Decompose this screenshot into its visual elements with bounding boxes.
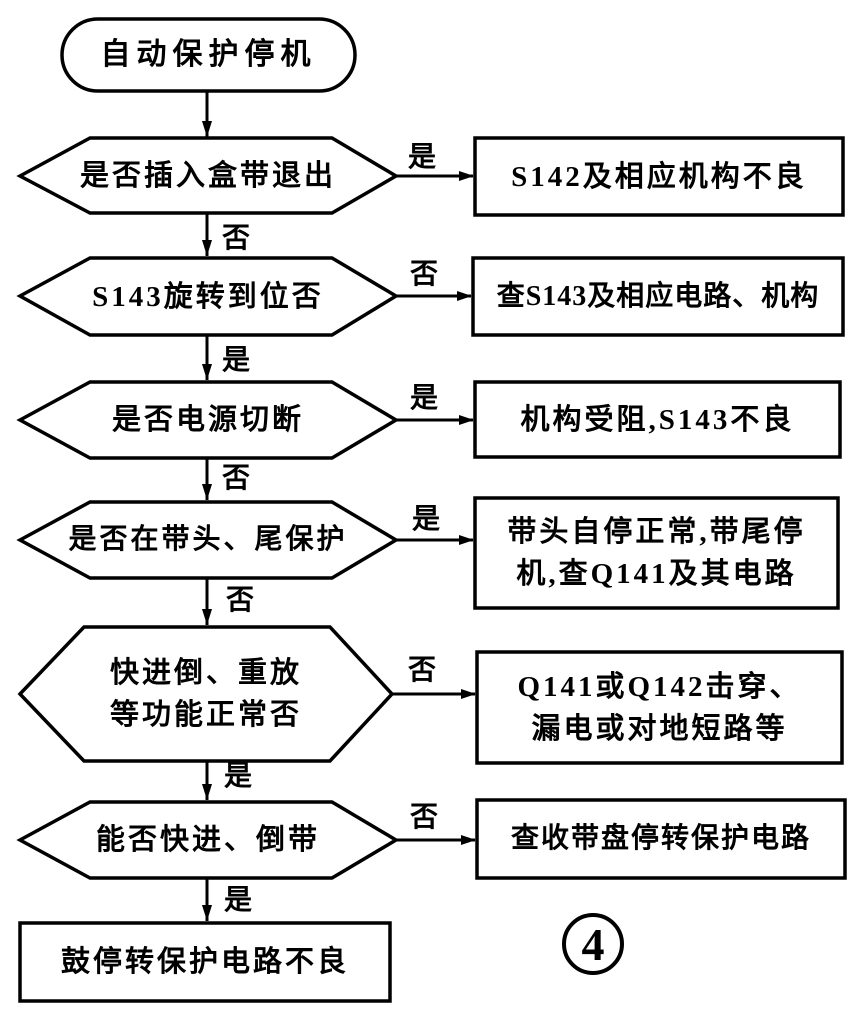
decision-label: 是否在带头、尾保护 (68, 524, 348, 555)
decision-power-cut: 是否电源切断 (20, 382, 396, 458)
branch-label-yes-3: 是 (410, 383, 439, 414)
decision-label: 是否插入盒带退出 (79, 159, 336, 192)
result-box-4: 带头自停正常,带尾停 机,查Q141及其电路 (475, 498, 838, 608)
start-node: 自动保护停机 (62, 19, 355, 91)
branch-label-no-2: 否 (410, 259, 439, 290)
result-text-line1: 带头自停正常,带尾停 (507, 516, 806, 548)
result-shape-3 (473, 380, 842, 459)
branch-label-yes-4: 是 (412, 504, 441, 535)
arrowheads (202, 121, 476, 921)
page-number-badge: 4 (562, 913, 624, 975)
decision-label: 能否快进、倒带 (95, 824, 320, 856)
decision-label: 是否电源切断 (111, 404, 304, 436)
result-text: 查S143及相应电路、机构 (496, 280, 820, 312)
result-shape-5 (475, 650, 844, 765)
decision-s143-rotation: S143旋转到位否 (20, 258, 396, 335)
end-label: 鼓停转保护电路不良 (60, 946, 349, 978)
branch-label-no-5: 否 (408, 655, 437, 686)
result-box-1: S142及相应机构不良 (475, 138, 843, 215)
result-shape-4 (473, 496, 840, 610)
result-text: 查收带盘停转保护电路 (510, 823, 811, 854)
result-box-3: 机构受阻,S143不良 (475, 382, 840, 457)
end-shape (18, 921, 392, 1003)
result-text-line2: 机,查Q141及其电路 (516, 558, 797, 590)
decision-cassette-eject: 是否插入盒带退出 (20, 138, 396, 213)
branch-label-yes-5: 是 (224, 761, 253, 792)
decision-label: S143旋转到位否 (92, 280, 324, 313)
branch-label-no-4: 否 (226, 585, 255, 616)
result-shape-1 (473, 136, 845, 217)
result-box-6: 查收带盘停转保护电路 (477, 800, 845, 878)
branch-label-yes-6: 是 (224, 885, 253, 916)
decision-label-line2: 等功能正常否 (109, 699, 302, 731)
result-text: 机构受阻,S143不良 (520, 403, 795, 436)
decision-tape-end-protect: 是否在带头、尾保护 (20, 502, 396, 578)
decision-functions-normal: 快进倒、重放 等功能正常否 (20, 627, 392, 761)
decision-ff-rewind: 能否快进、倒带 (20, 802, 396, 878)
result-text: S142及相应机构不良 (511, 160, 807, 193)
result-box-2: 查S143及相应电路、机构 (473, 258, 843, 335)
start-label: 自动保护停机 (100, 38, 317, 71)
result-shape-6 (475, 798, 847, 880)
branch-label-no-1: 否 (222, 223, 251, 254)
result-shape-2 (471, 256, 845, 337)
branch-label-yes-2: 是 (222, 345, 251, 376)
result-box-5: Q141或Q142击穿、 漏电或对地短路等 (477, 652, 842, 763)
decision-label-line1: 快进倒、重放 (109, 657, 302, 689)
branch-label-no-3: 否 (222, 463, 251, 494)
branch-label-yes-1: 是 (408, 142, 437, 173)
result-text-line2: 漏电或对地短路等 (531, 712, 788, 745)
branch-label-no-6: 否 (410, 802, 439, 833)
result-text-line1: Q141或Q142击穿、 (517, 670, 802, 703)
end-node: 鼓停转保护电路不良 (20, 923, 390, 1001)
